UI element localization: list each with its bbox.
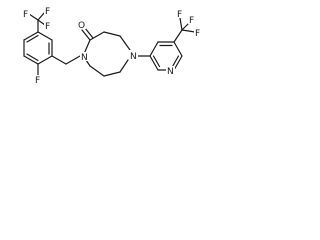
nitrogen-label: N <box>81 53 88 63</box>
fluorine-label: F <box>195 29 200 39</box>
fluorine-label: F <box>177 10 182 20</box>
fluorine-label: F <box>23 10 28 20</box>
fluorine-label: F <box>45 22 50 32</box>
cf3-group-left <box>28 11 46 33</box>
atom-labels: F F F F O N N N F F F <box>22 6 202 86</box>
fluorine-label: F <box>35 76 40 86</box>
benzyl-linker <box>51 55 81 65</box>
pyridine-ring <box>149 41 183 71</box>
nitrogen-label: N <box>130 52 137 62</box>
nitrogen-label: N <box>167 67 174 77</box>
fluorine-label: F <box>45 7 50 17</box>
benzene-ring <box>23 31 53 65</box>
structure-diagram: F F F F O N N N F F F <box>0 0 217 112</box>
molecule-drawing: F F F F O N N N F F F <box>22 6 202 86</box>
fluorine-label: F <box>189 16 194 26</box>
carbonyl <box>81 27 94 41</box>
oxygen-label: O <box>78 21 85 31</box>
diazepanone-ring <box>83 31 131 77</box>
